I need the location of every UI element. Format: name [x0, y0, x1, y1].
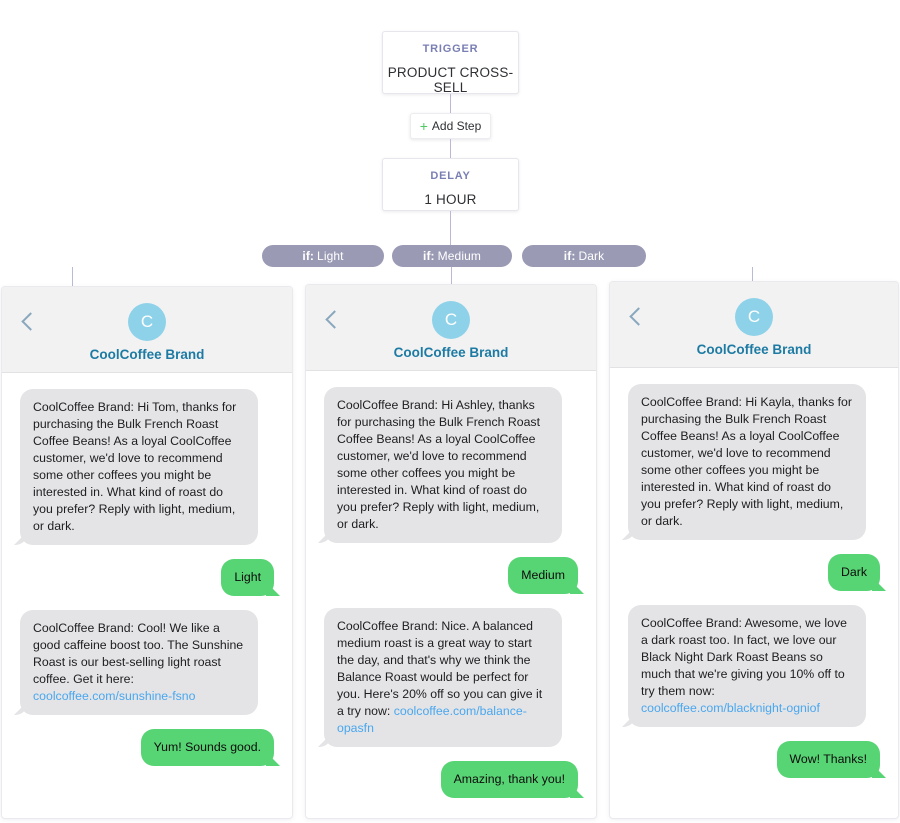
message-row: Dark: [628, 554, 880, 605]
message-text: Wow! Thanks!: [789, 752, 867, 766]
branch-prefix: if:: [563, 249, 576, 263]
delay-title: 1 HOUR: [424, 192, 477, 207]
chat-panel-dark: C CoolCoffee Brand CoolCoffee Brand: Hi …: [609, 281, 899, 819]
branch-pill-medium[interactable]: if: Medium: [392, 245, 512, 267]
message-bubble-incoming: CoolCoffee Brand: Cool! We like a good c…: [20, 610, 258, 715]
back-chevron-icon[interactable]: [629, 307, 648, 326]
add-step-label: Add Step: [431, 119, 482, 133]
connector-branch-light-to-panel: [72, 267, 73, 286]
branch-label: Medium: [437, 249, 481, 263]
message-link[interactable]: coolcoffee.com/balance-opasfn: [337, 704, 527, 735]
message-text: Light: [234, 570, 261, 584]
brand-name: CoolCoffee Brand: [696, 342, 812, 357]
message-bubble-outgoing: Yum! Sounds good.: [140, 729, 274, 766]
message-text: CoolCoffee Brand: Hi Kayla, thanks for p…: [641, 395, 852, 528]
chat-header: C CoolCoffee Brand: [610, 282, 898, 368]
trigger-node[interactable]: TRIGGER PRODUCT CROSS-SELL: [382, 31, 519, 95]
connector-branch-dark-to-panel: [752, 267, 753, 286]
message-bubble-outgoing: Wow! Thanks!: [776, 741, 880, 778]
branch-prefix: if:: [423, 249, 435, 263]
message-row: CoolCoffee Brand: Nice. A balanced mediu…: [324, 608, 578, 761]
message-bubble-incoming: CoolCoffee Brand: Hi Tom, thanks for pur…: [20, 389, 258, 545]
brand-name: CoolCoffee Brand: [89, 347, 205, 362]
message-text: Medium: [521, 568, 565, 582]
message-bubble-outgoing: Light: [221, 559, 274, 596]
message-row: CoolCoffee Brand: Hi Kayla, thanks for p…: [628, 384, 880, 554]
message-bubble-outgoing: Dark: [828, 554, 880, 591]
avatar: C: [128, 303, 166, 341]
chat-panel-medium: C CoolCoffee Brand CoolCoffee Brand: Hi …: [305, 284, 597, 819]
add-step-button[interactable]: + Add Step: [410, 113, 491, 139]
message-bubble-incoming: CoolCoffee Brand: Hi Ashley, thanks for …: [324, 387, 562, 543]
trigger-kicker: TRIGGER: [422, 43, 479, 55]
message-text: Dark: [841, 565, 867, 579]
avatar: C: [735, 298, 773, 336]
message-text: CoolCoffee Brand: Nice. A balanced mediu…: [337, 619, 543, 718]
message-text: CoolCoffee Brand: Awesome, we love a dar…: [641, 616, 847, 698]
chat-body: CoolCoffee Brand: Hi Ashley, thanks for …: [306, 371, 596, 812]
message-bubble-outgoing: Medium: [508, 557, 578, 594]
chat-body: CoolCoffee Brand: Hi Kayla, thanks for p…: [610, 368, 898, 792]
back-chevron-icon[interactable]: [325, 310, 344, 329]
message-link[interactable]: coolcoffee.com/sunshine-fsno: [33, 689, 196, 703]
message-row: CoolCoffee Brand: Cool! We like a good c…: [20, 610, 274, 729]
message-text: CoolCoffee Brand: Cool! We like a good c…: [33, 621, 244, 686]
message-text: CoolCoffee Brand: Hi Ashley, thanks for …: [337, 398, 541, 531]
message-row: CoolCoffee Brand: Hi Ashley, thanks for …: [324, 387, 578, 557]
brand-name: CoolCoffee Brand: [393, 345, 509, 360]
message-row: Light: [20, 559, 274, 610]
trigger-title: PRODUCT CROSS-SELL: [387, 65, 514, 95]
chat-header: C CoolCoffee Brand: [306, 285, 596, 371]
connector-branch-medium-to-panel: [451, 267, 452, 286]
connector-trigger-to-add-step: [450, 94, 451, 113]
message-row: Wow! Thanks!: [628, 741, 880, 792]
message-bubble-outgoing: Amazing, thank you!: [440, 761, 578, 798]
message-row: Medium: [324, 557, 578, 608]
message-row: CoolCoffee Brand: Hi Tom, thanks for pur…: [20, 389, 274, 559]
message-row: Yum! Sounds good.: [20, 729, 274, 780]
message-bubble-incoming: CoolCoffee Brand: Hi Kayla, thanks for p…: [628, 384, 866, 540]
message-row: Amazing, thank you!: [324, 761, 578, 812]
message-bubble-incoming: CoolCoffee Brand: Awesome, we love a dar…: [628, 605, 866, 727]
plus-icon: +: [419, 118, 428, 134]
delay-kicker: DELAY: [430, 170, 471, 182]
connector-add-step-to-delay: [450, 139, 451, 158]
branch-label: Dark: [578, 249, 605, 263]
message-text: CoolCoffee Brand: Hi Tom, thanks for pur…: [33, 400, 237, 533]
chat-body: CoolCoffee Brand: Hi Tom, thanks for pur…: [2, 373, 292, 780]
chat-panel-light: C CoolCoffee Brand CoolCoffee Brand: Hi …: [1, 286, 293, 819]
message-link[interactable]: coolcoffee.com/blacknight-ogniof: [641, 701, 820, 715]
branch-pill-dark[interactable]: if: Dark: [522, 245, 646, 267]
message-bubble-incoming: CoolCoffee Brand: Nice. A balanced mediu…: [324, 608, 562, 747]
message-text: Yum! Sounds good.: [153, 740, 261, 754]
chat-header: C CoolCoffee Brand: [2, 287, 292, 373]
message-text: Amazing, thank you!: [453, 772, 565, 786]
branch-pill-light[interactable]: if: Light: [262, 245, 384, 267]
delay-node[interactable]: DELAY 1 HOUR: [382, 158, 519, 211]
connector-delay-to-branches: [450, 211, 451, 245]
message-row: CoolCoffee Brand: Awesome, we love a dar…: [628, 605, 880, 741]
back-chevron-icon[interactable]: [21, 312, 40, 331]
branch-prefix: if:: [302, 249, 315, 263]
branch-label: Light: [317, 249, 344, 263]
avatar: C: [432, 301, 470, 339]
